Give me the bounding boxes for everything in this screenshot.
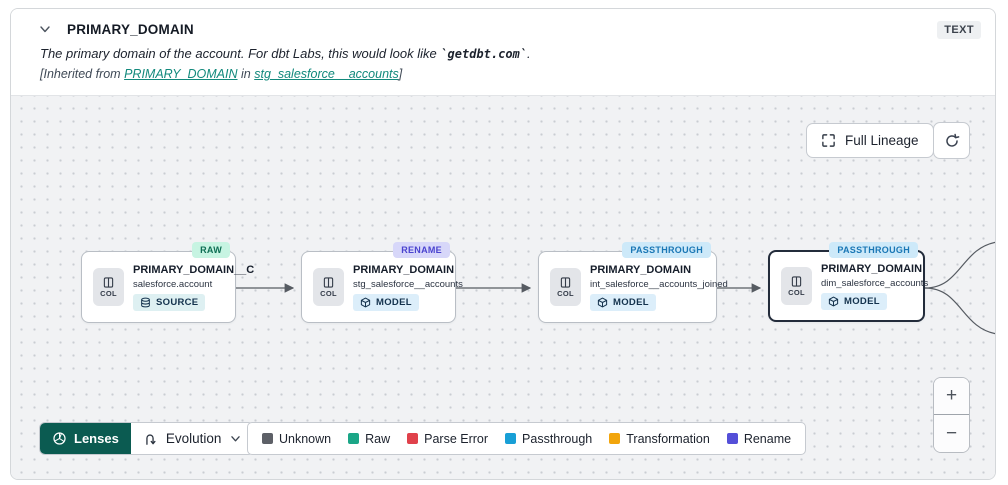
resource-type-badge: MODEL [590,293,656,311]
cube-icon [828,296,839,306]
legend-swatch [726,433,738,444]
legend-swatch [348,433,360,444]
data-type-badge: TEXT [937,21,981,39]
column-icon [323,276,334,288]
column-lineage-panel: PRIMARY_DOMAIN TEXT The primary domain o… [10,8,996,480]
full-lineage-label: Full Lineage [845,133,919,148]
full-lineage-button[interactable]: Full Lineage [806,123,934,158]
legend-swatch [262,433,273,444]
legend-item: Raw [348,432,390,446]
legend-item: Unknown [262,432,331,446]
node-model-name: dim_salesforce_accounts [821,277,929,289]
column-type-badge: COL [93,268,124,306]
node-model-name: salesforce.account [133,278,213,290]
zoom-out-button[interactable]: − [934,415,969,452]
chevron-down-icon[interactable] [39,25,53,35]
node-column-name: PRIMARY_DOMAIN [590,263,692,276]
code-snippet: `getdbt.com` [440,47,528,61]
legend-item: Transformation [609,432,710,446]
node-column-name: PRIMARY_DOMAIN [353,263,455,276]
lineage-node-source[interactable]: RAW COL PRIMARY_DOMAIN__C salesforce.acc… [81,242,254,323]
refresh-button[interactable] [933,122,970,159]
column-type-badge: COL [781,267,812,305]
column-title: PRIMARY_DOMAIN [67,22,194,37]
evolution-legend: Unknown Raw Parse Error Passthrough Tran… [247,422,807,455]
legend-item: Passthrough [505,432,592,446]
node-column-name: PRIMARY_DOMAIN [821,262,923,275]
column-icon [103,276,114,288]
node-model-name: stg_salesforce__accounts [353,278,463,290]
legend-swatch [505,433,517,444]
resource-type-badge: MODEL [353,293,419,311]
database-icon [141,297,150,307]
lineage-node-dim-selected[interactable]: PASSTHROUGH COL PRIMARY_DOMAIN dim_sales… [768,242,929,322]
zoom-in-button[interactable]: + [934,378,969,415]
column-type-badge: COL [313,268,344,306]
inherited-from-line: [Inherited from PRIMARY_DOMAIN in stg_sa… [40,67,403,81]
refresh-icon [944,133,960,149]
evolution-tag: RENAME [393,242,450,258]
resource-type-badge: MODEL [821,292,887,310]
cube-icon [597,297,608,307]
zoom-controls: + − [933,377,970,453]
lens-icon [53,432,66,445]
lenses-control: Lenses Evolution [39,422,255,455]
column-type-badge: COL [550,268,581,306]
legend-item: Rename [726,432,791,446]
fullscreen-icon [821,133,836,148]
column-header: PRIMARY_DOMAIN TEXT The primary domain o… [11,9,995,96]
resource-type-badge: SOURCE [133,293,206,311]
evolution-icon [146,433,156,445]
column-description: The primary domain of the account. For d… [40,46,531,61]
lenses-button[interactable]: Lenses [40,423,131,454]
legend-item: Parse Error [407,432,488,446]
evolution-tag: PASSTHROUGH [829,242,918,258]
node-column-name: PRIMARY_DOMAIN__C [133,263,255,276]
lenses-label: Lenses [74,431,119,446]
evolution-tag: PASSTHROUGH [622,242,711,258]
node-model-name: int_salesforce__accounts_joined [590,278,728,290]
lineage-canvas[interactable]: Full Lineage RAW COL PRIMARY_DOMAIN__C s… [11,96,995,479]
column-icon [791,275,802,287]
evolution-tag: RAW [192,242,230,258]
column-icon [560,276,571,288]
lineage-node-int[interactable]: PASSTHROUGH COL PRIMARY_DOMAIN int_sales… [538,242,728,323]
inherited-model-link[interactable]: stg_salesforce__accounts [254,67,399,81]
selected-lens-label: Evolution [165,431,222,446]
lineage-node-stg[interactable]: RENAME COL PRIMARY_DOMAIN stg_salesforce… [301,242,463,323]
inherited-column-link[interactable]: PRIMARY_DOMAIN [124,67,238,81]
chevron-down-icon [231,435,241,441]
legend-swatch [407,433,419,444]
legend-swatch [609,433,621,444]
lens-dropdown[interactable]: Evolution [131,423,254,454]
cube-icon [360,297,371,307]
